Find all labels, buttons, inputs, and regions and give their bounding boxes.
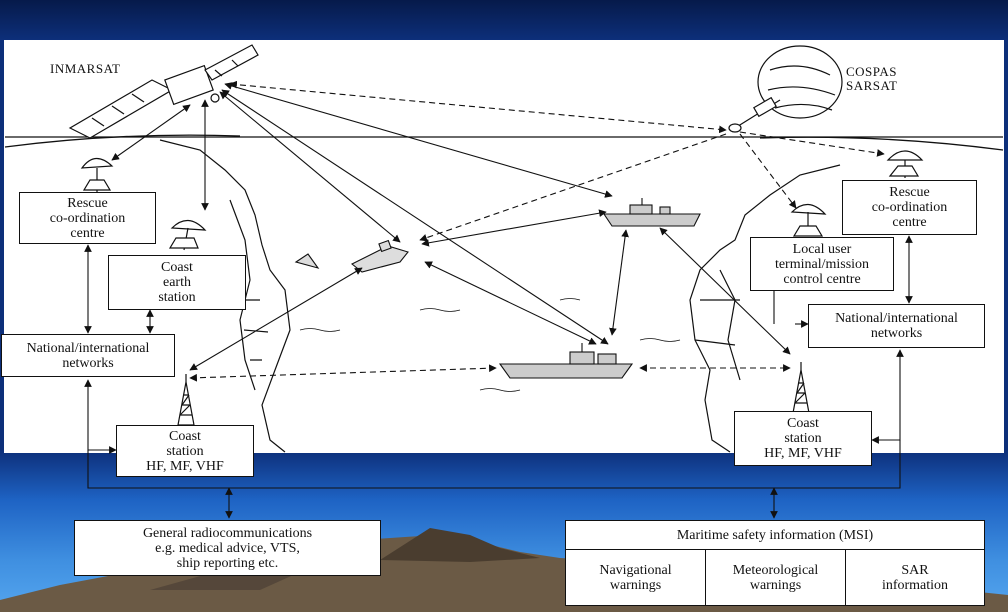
inmarsat-satellite: [68, 44, 259, 139]
msi-meteorological-warnings: Meteorological warnings: [706, 550, 846, 605]
left-coast-radio-tower: [177, 374, 195, 426]
right-rescue-coordination-centre: Rescue co-ordination centre: [842, 180, 977, 235]
maritime-safety-information: Maritime safety information (MSI) Naviga…: [565, 520, 985, 606]
left-rescue-coordination-centre: Rescue co-ordination centre: [19, 192, 156, 244]
left-national-networks: National/international networks: [1, 334, 175, 377]
left-coast-earth-station: Coast earth station: [108, 255, 246, 310]
ship-centre: [602, 198, 701, 227]
msi-sar-information: SAR information: [881, 562, 949, 593]
msi-title: Maritime safety information (MSI): [566, 521, 984, 550]
cospas-sarsat-satellite: [728, 45, 843, 133]
cospas-sarsat-label: COSPAS SARSAT: [846, 64, 898, 93]
left-rcc-dish: [80, 157, 114, 192]
msi-navigational-warnings: Navigational warnings: [566, 550, 706, 605]
left-coast-earth-dish: [168, 219, 207, 251]
right-coast-station: Coast station HF, MF, VHF: [734, 411, 872, 466]
general-radiocommunications: General radiocommunications e.g. medical…: [74, 520, 381, 576]
left-coast-station: Coast station HF, MF, VHF: [116, 425, 254, 477]
dashed-links: [189, 80, 885, 382]
right-coast-radio-tower: [792, 362, 810, 414]
right-lut-dish: [790, 203, 827, 237]
inmarsat-label: INMARSAT: [50, 61, 121, 76]
sinking-ship: [294, 239, 409, 273]
network-links: [84, 235, 913, 519]
right-national-networks: National/international networks: [808, 304, 985, 348]
ship-rescue: [498, 343, 634, 379]
right-rcc-dish: [886, 150, 924, 178]
local-user-terminal: Local user terminal/mission control cent…: [750, 237, 894, 291]
